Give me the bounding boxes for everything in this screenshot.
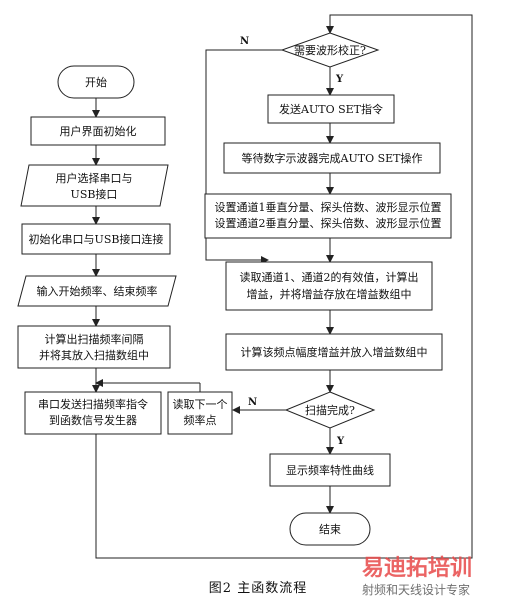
label-no-calib: N (240, 36, 249, 47)
scan-done-decision: 扫描完成? (284, 391, 376, 429)
set-ch1-label: 设置通道1垂直分量、探头倍数、波形显示位置 (215, 200, 442, 214)
need-calib-decision: 需要波形校正? (280, 32, 380, 68)
read-next-label-1: 读取下一个 (173, 397, 228, 411)
label-yes-calib: Y (335, 74, 344, 85)
wait-auto-box: 等待数字示波器完成AUTO SET操作 (223, 142, 441, 174)
read-eff-label-2: 增益，并将增益存放在增益数组中 (247, 287, 412, 301)
send-cmd-label-2: 到函数信号发生器 (49, 413, 137, 427)
show-curve-label: 显示频率特性曲线 (286, 463, 374, 477)
select-port-io: 用户选择串口与 USB接口 (20, 164, 169, 207)
init-connect-label: 初始化串口与USB接口连接 (29, 232, 164, 246)
input-freq-label: 输入开始频率、结束频率 (37, 284, 158, 298)
start-terminal: 开始 (57, 65, 135, 99)
read-next-label-2: 频率点 (184, 413, 217, 427)
scan-done-label: 扫描完成? (305, 403, 355, 417)
show-curve-box: 显示频率特性曲线 (269, 453, 391, 487)
select-port-label-1: 用户选择串口与 (56, 171, 133, 185)
label-yes-scan: Y (336, 436, 345, 447)
read-next-box: 读取下一个 频率点 (167, 391, 233, 435)
end-label: 结束 (319, 523, 341, 536)
send-auto-label: 发送AUTO SET指令 (279, 102, 383, 116)
send-auto-box: 发送AUTO SET指令 (267, 94, 395, 124)
select-port-label-2: USB接口 (71, 188, 118, 201)
read-eff-label-1: 读取通道1、通道2的有效值，计算出 (240, 270, 419, 284)
read-eff-box: 读取通道1、通道2的有效值，计算出 增益，并将增益存放在增益数组中 (225, 261, 433, 311)
label-no-scan: N (248, 397, 257, 408)
watermark-brand: 易迪拓培训 (362, 555, 472, 581)
end-terminal: 结束 (289, 512, 371, 546)
calc-interval-box: 计算出扫描频率间隔 并将其放入扫描数组中 (17, 325, 171, 369)
input-freq-io: 输入开始频率、结束频率 (17, 275, 177, 307)
arrow-calib-no (205, 49, 282, 264)
figure-caption: 图2 主函数流程 (209, 581, 307, 596)
ui-init-box: 用户界面初始化 (30, 116, 166, 146)
need-calib-label: 需要波形校正? (294, 43, 366, 57)
send-cmd-label-1: 串口发送扫描频率指令 (38, 397, 148, 411)
start-label: 开始 (85, 75, 107, 89)
calc-interval-label-1: 计算出扫描频率间隔 (45, 332, 144, 346)
watermark-tagline: 射频和天线设计专家 (362, 582, 470, 597)
wait-auto-label: 等待数字示波器完成AUTO SET操作 (242, 151, 423, 165)
init-connect-box: 初始化串口与USB接口连接 (21, 223, 171, 255)
calc-gain-box: 计算该频点幅度增益并放入增益数组中 (225, 333, 443, 371)
arrow-send-loop (95, 14, 473, 559)
set-ch2-label: 设置通道2垂直分量、探头倍数、波形显示位置 (215, 216, 442, 230)
calc-interval-label-2: 并将其放入扫描数组中 (39, 348, 149, 362)
ui-init-label: 用户界面初始化 (60, 124, 137, 138)
set-channels-box: 设置通道1垂直分量、探头倍数、波形显示位置 设置通道2垂直分量、探头倍数、波形显… (204, 193, 452, 239)
send-cmd-box: 串口发送扫描频率指令 到函数信号发生器 (24, 391, 162, 435)
calc-gain-label: 计算该频点幅度增益并放入增益数组中 (241, 345, 428, 359)
